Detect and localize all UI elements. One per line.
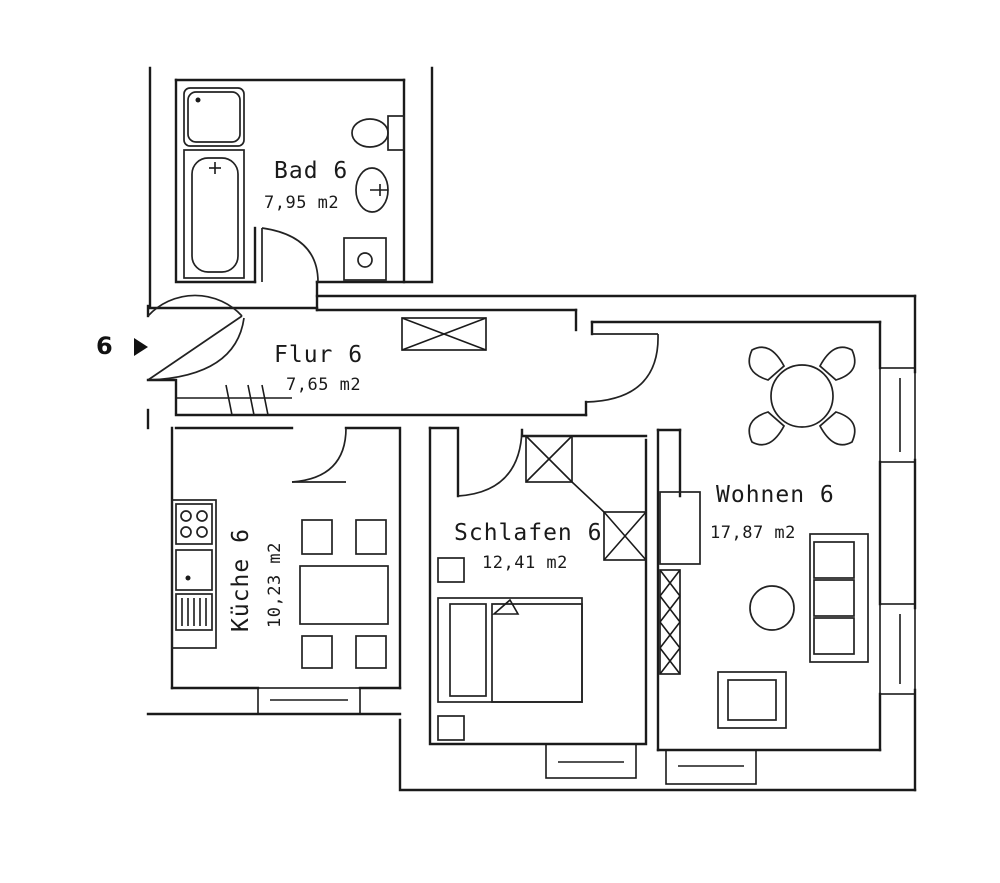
- room-labels: Bad 6 7,95 m2 Flur 6 7,65 m2 Schlafen 6 …: [228, 158, 835, 632]
- unit-number: 6: [96, 332, 113, 360]
- corridor-cupboard: [401, 317, 487, 351]
- kitchen-fixtures: [171, 499, 389, 669]
- outer-walls: [146, 66, 917, 792]
- room-name-kueche: Küche 6: [228, 528, 254, 632]
- bathroom-fixtures: [183, 87, 405, 281]
- room-area-bad: 7,95 m2: [264, 193, 339, 213]
- living-fixtures: [659, 346, 869, 729]
- room-area-flur: 7,65 m2: [286, 375, 361, 395]
- room-area-kueche: 10,23 m2: [265, 542, 285, 628]
- inner-walls: [174, 226, 882, 752]
- room-name-schlafen: Schlafen 6: [454, 520, 602, 546]
- room-name-wohnen: Wohnen 6: [716, 482, 835, 508]
- doors: [147, 227, 659, 497]
- bedroom-fixtures: [437, 435, 647, 741]
- room-area-wohnen: 17,87 m2: [710, 523, 796, 543]
- room-area-schlafen: 12,41 m2: [482, 553, 568, 573]
- room-name-flur: Flur 6: [274, 342, 363, 368]
- room-name-bad: Bad 6: [274, 158, 348, 184]
- entrance-arrow-icon: [134, 338, 148, 356]
- windows: [176, 367, 916, 785]
- entrance-marker: 6: [96, 332, 148, 360]
